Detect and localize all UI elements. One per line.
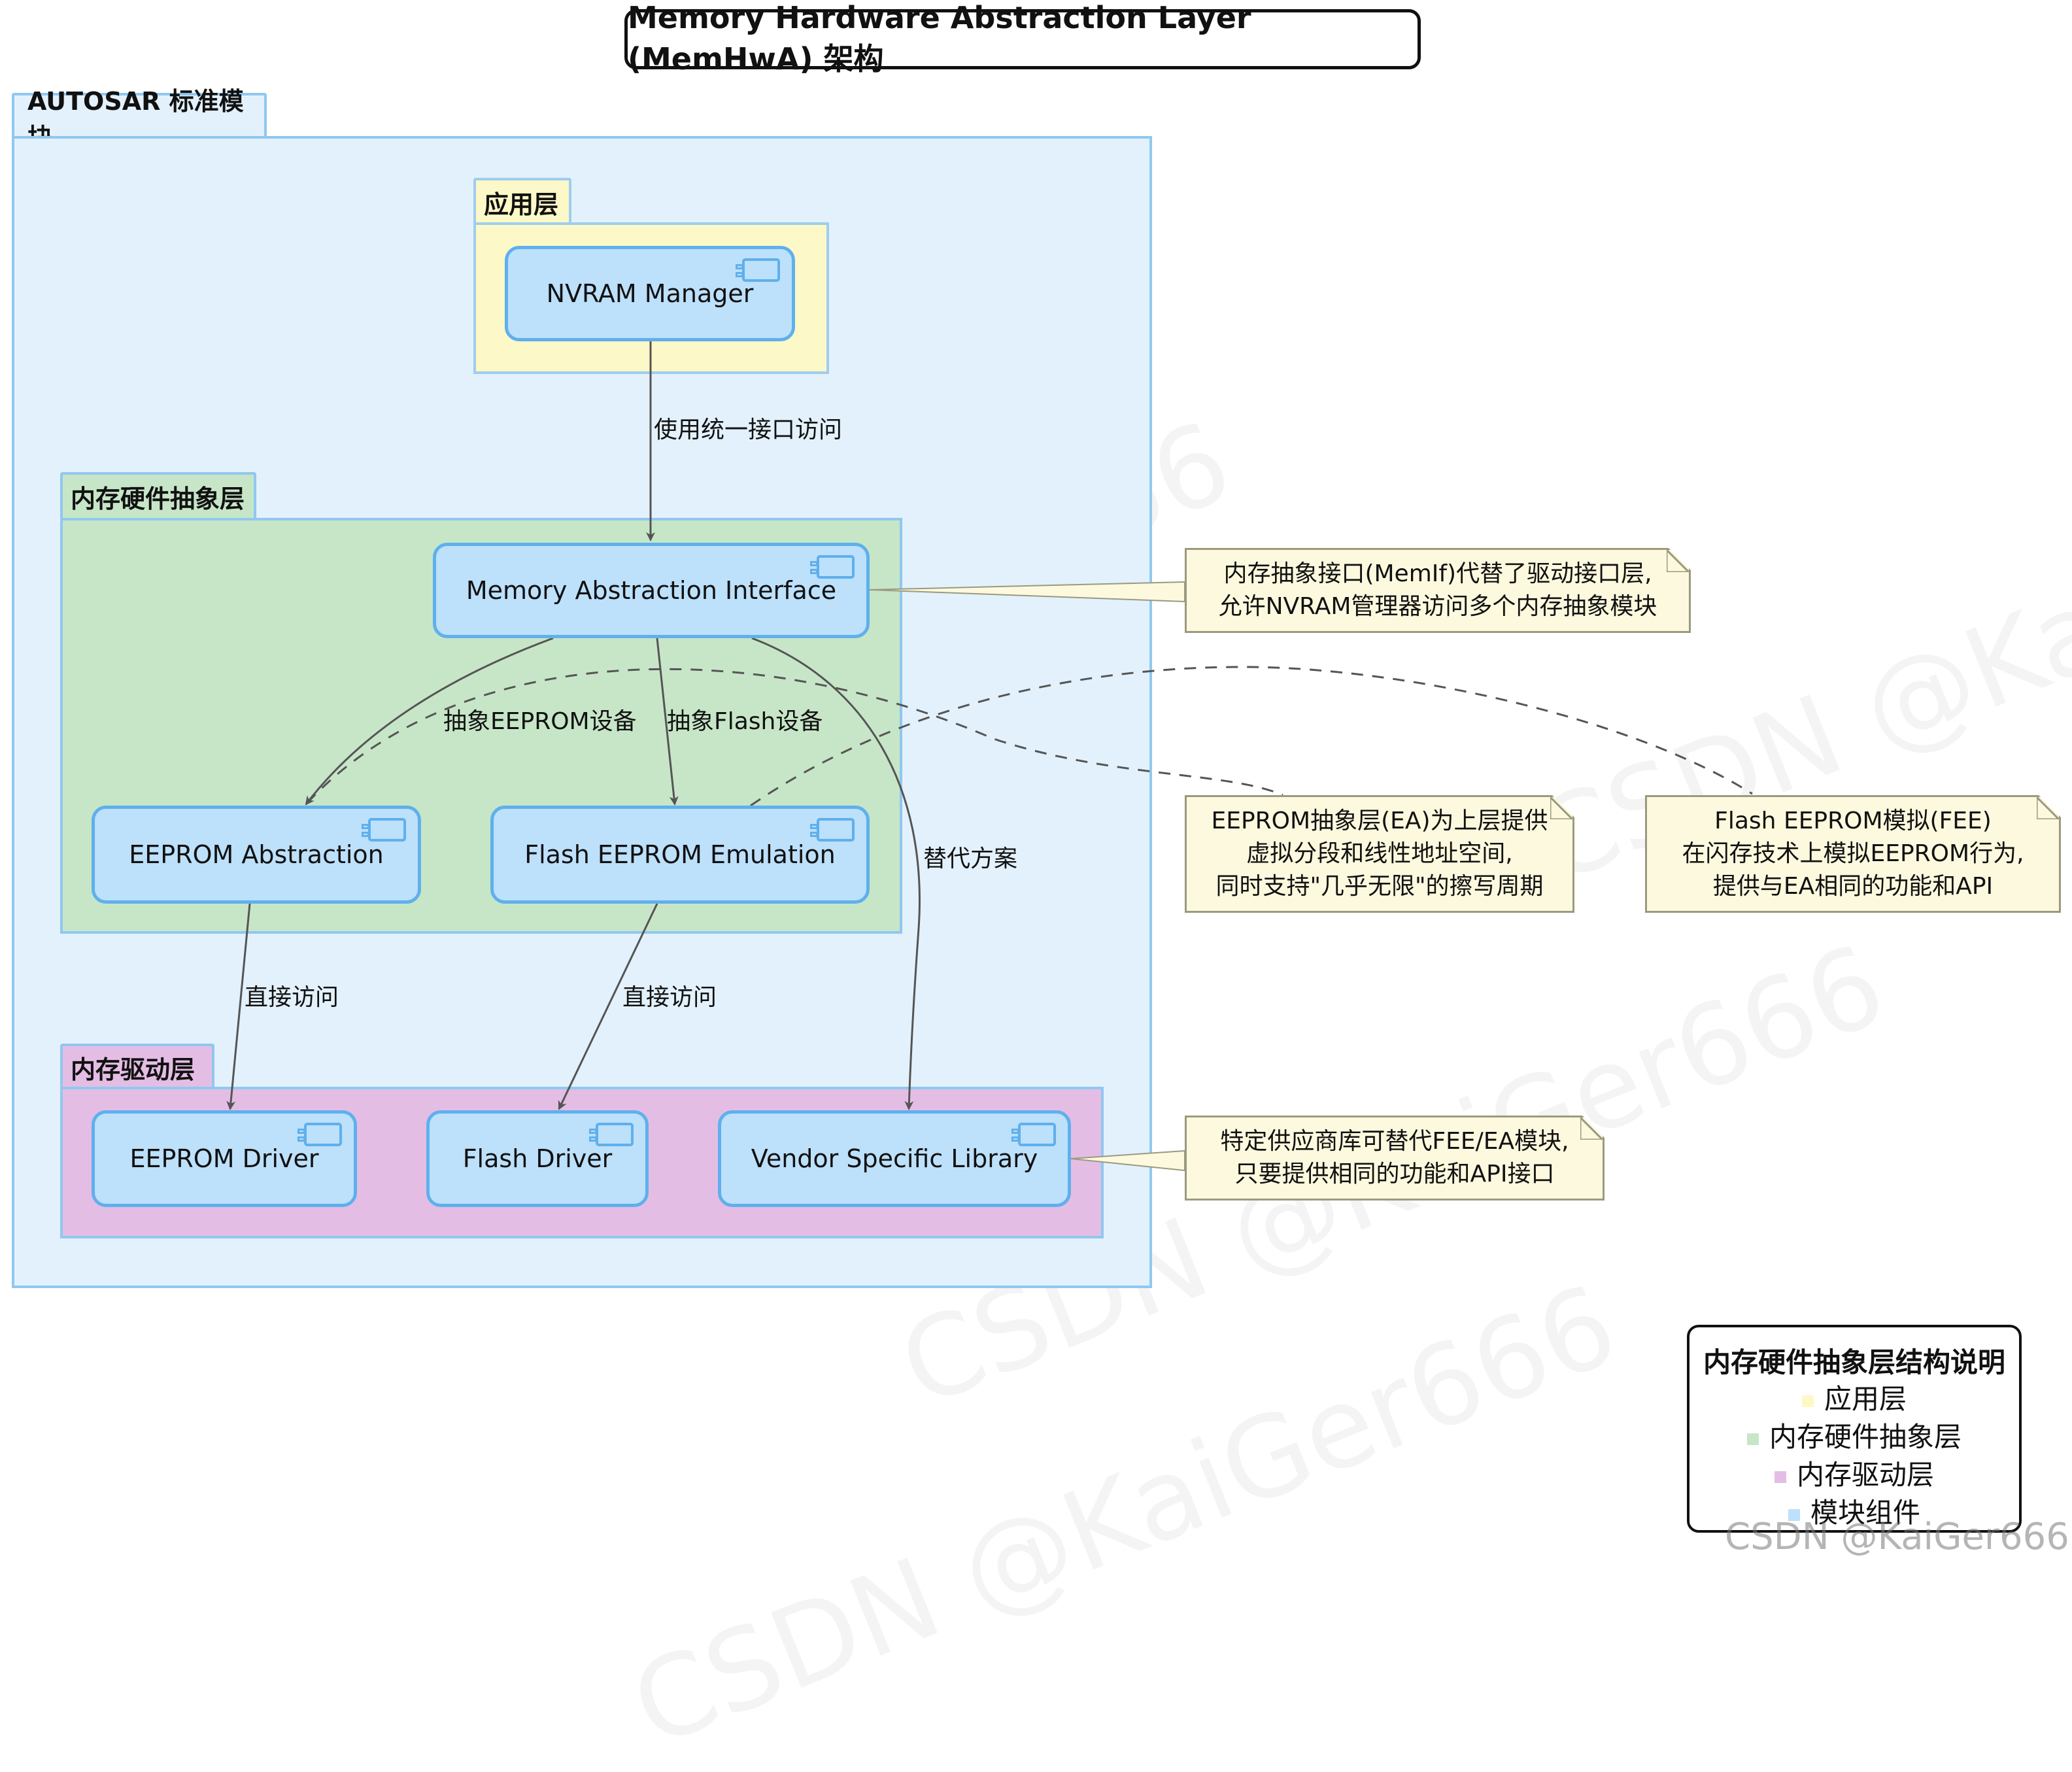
legend-swatch [1774, 1471, 1786, 1483]
component-nvram-manager[interactable]: NVRAM Manager [505, 246, 795, 341]
connectors [226, 341, 1753, 1172]
edge-label-nvram-memif: 使用统一接口访问 [654, 417, 843, 443]
note-ea: EEPROM抽象层(EA)为上层提供 虚拟分段和线性地址空间, 同时支持"几乎无… [1185, 795, 1574, 913]
note-line: Flash EEPROM模拟(FEE) [1714, 808, 1992, 834]
component-label: Vendor Specific Library [751, 1144, 1038, 1173]
component-label: NVRAM Manager [546, 279, 754, 308]
note-line: 内存抽象接口(MemIf)代替了驱动接口层, [1223, 560, 1652, 587]
component-label: Flash EEPROM Emulation [524, 840, 836, 869]
component-icon [810, 818, 855, 842]
edge-label-memif-fee: 抽象Flash设备 [667, 708, 823, 735]
legend: 内存硬件抽象层结构说明 应用层 内存硬件抽象层 内存驱动层 模块组件 [1687, 1325, 2022, 1533]
legend-item-component: 模块组件 [1690, 1491, 2019, 1531]
edge-label-memif-vendor: 替代方案 [923, 845, 1018, 872]
note-fold-icon [1550, 797, 1572, 819]
note-line: 提供与EA相同的功能和API [1712, 873, 1994, 900]
edge-memif-ea [305, 637, 554, 806]
component-vendor-specific-library[interactable]: Vendor Specific Library [718, 1110, 1071, 1207]
edge-memif-vendor [751, 637, 921, 1110]
component-label: Memory Abstraction Interface [466, 576, 837, 605]
dashed-note-ea [306, 668, 1283, 804]
edge-memif-fee [656, 638, 679, 806]
note-memif: 内存抽象接口(MemIf)代替了驱动接口层, 允许NVRAM管理器访问多个内存抽… [1185, 548, 1691, 633]
note-line: 只要提供相同的功能和API接口 [1234, 1161, 1555, 1187]
component-label: EEPROM Driver [129, 1144, 319, 1173]
edge-note-vendor [1070, 1150, 1185, 1172]
component-flash-driver[interactable]: Flash Driver [426, 1110, 649, 1207]
note-fold-icon [1580, 1117, 1603, 1140]
edge-ea-eepdrv [226, 903, 251, 1110]
legend-label: 内存硬件抽象层 [1769, 1421, 1962, 1453]
note-line: 虚拟分段和线性地址空间, [1246, 840, 1513, 867]
edge-note-memif [869, 581, 1185, 603]
component-icon [736, 258, 780, 282]
footer-watermark: CSDN @KaiGer666 [1725, 1516, 2069, 1558]
component-icon [297, 1123, 342, 1146]
legend-swatch [1746, 1433, 1759, 1445]
edge-label-memif-ea: 抽象EEPROM设备 [443, 708, 637, 735]
legend-swatch [1788, 1508, 1800, 1521]
component-icon [362, 818, 406, 842]
note-vendor: 特定供应商库可替代FEE/EA模块, 只要提供相同的功能和API接口 [1185, 1116, 1605, 1201]
legend-label: 模块组件 [1810, 1497, 1920, 1529]
legend-item-app-layer: 应用层 [1690, 1377, 2019, 1417]
package-tab-mem-driver: 内存驱动层 [60, 1044, 214, 1088]
note-line: 同时支持"几乎无限"的擦写周期 [1215, 873, 1544, 900]
component-eeprom-abstraction[interactable]: EEPROM Abstraction [92, 806, 421, 904]
legend-label: 内存驱动层 [1796, 1459, 1934, 1491]
note-line: 在闪存技术上模拟EEPROM行为, [1682, 840, 2024, 867]
component-icon [810, 555, 855, 579]
legend-item-mem-hw-abstraction: 内存硬件抽象层 [1690, 1415, 2019, 1455]
component-flash-eeprom-emulation[interactable]: Flash EEPROM Emulation [490, 806, 870, 904]
edge-fee-flsdrv [558, 903, 658, 1110]
note-fold-icon [2037, 797, 2059, 819]
component-icon [1011, 1123, 1056, 1146]
edge-label-ea-eepdrv: 直接访问 [245, 984, 339, 1011]
component-label: EEPROM Abstraction [129, 840, 384, 869]
component-eeprom-driver[interactable]: EEPROM Driver [92, 1110, 357, 1207]
legend-swatch [1801, 1395, 1814, 1407]
note-fold-icon [1667, 550, 1689, 572]
legend-item-mem-driver: 内存驱动层 [1690, 1453, 2019, 1493]
package-tab-app-layer: 应用层 [473, 178, 571, 224]
note-line: 允许NVRAM管理器访问多个内存抽象模块 [1218, 593, 1657, 620]
note-fee: Flash EEPROM模拟(FEE) 在闪存技术上模拟EEPROM行为, 提供… [1645, 795, 2061, 913]
legend-title: 内存硬件抽象层结构说明 [1703, 1346, 2005, 1378]
note-line: 特定供应商库可替代FEE/EA模块, [1220, 1128, 1569, 1155]
note-line: EEPROM抽象层(EA)为上层提供 [1211, 808, 1548, 834]
package-tab-mem-hw-abstraction: 内存硬件抽象层 [60, 472, 256, 518]
legend-label: 应用层 [1824, 1383, 1907, 1415]
edge-label-fee-flsdrv: 直接访问 [622, 984, 717, 1011]
component-label: Flash Driver [462, 1144, 613, 1173]
component-memory-abstraction-interface[interactable]: Memory Abstraction Interface [433, 543, 870, 638]
component-icon [589, 1123, 634, 1146]
